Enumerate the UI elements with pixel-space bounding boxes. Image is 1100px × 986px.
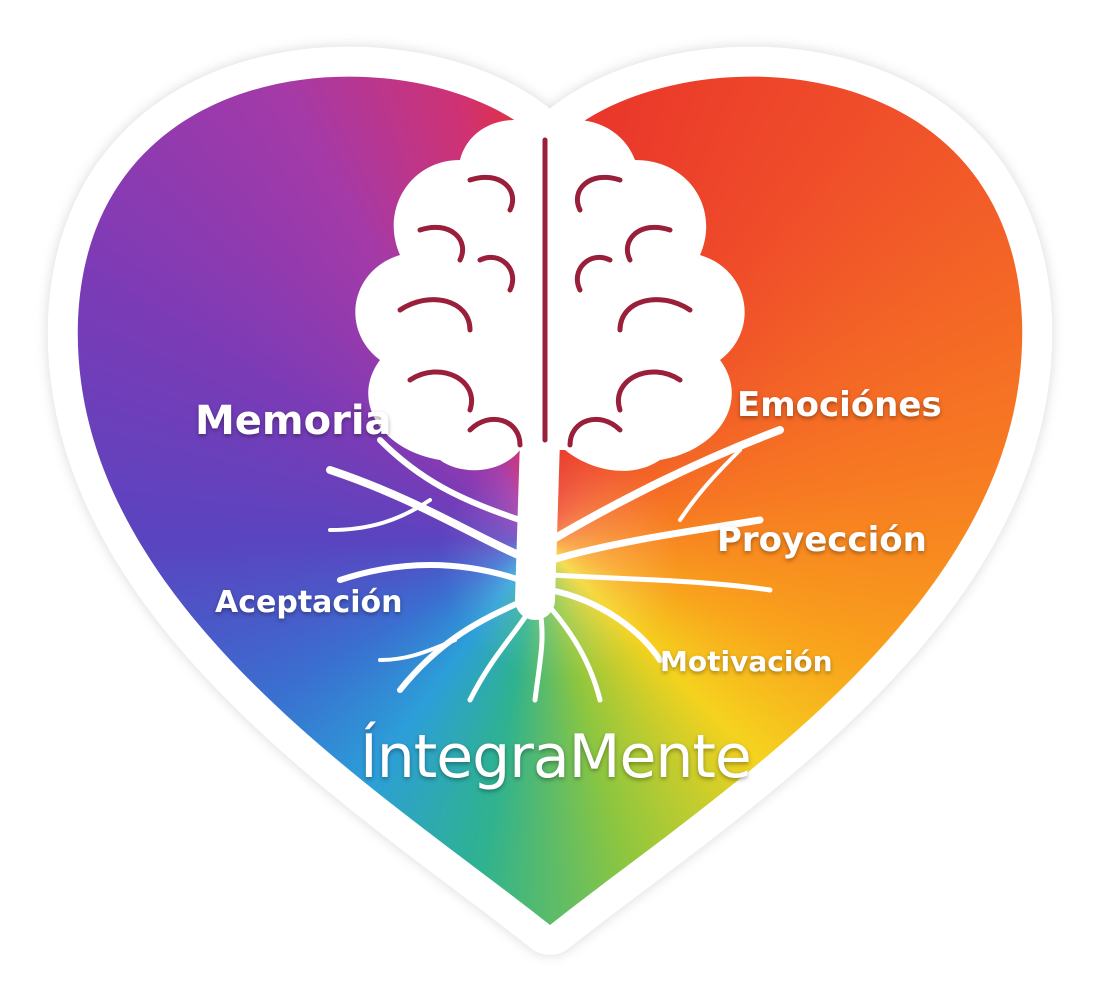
label-aceptacion: Aceptación	[215, 585, 403, 620]
brand-name: ÍntegraMente	[360, 722, 752, 792]
brain-icon	[355, 120, 745, 471]
tree-roots-icon	[326, 420, 784, 703]
label-proyeccion: Proyección	[717, 520, 927, 560]
label-memoria: Memoria	[195, 398, 392, 444]
label-emociones: Emociónes	[737, 385, 942, 425]
label-motivacion: Motivación	[660, 645, 833, 678]
